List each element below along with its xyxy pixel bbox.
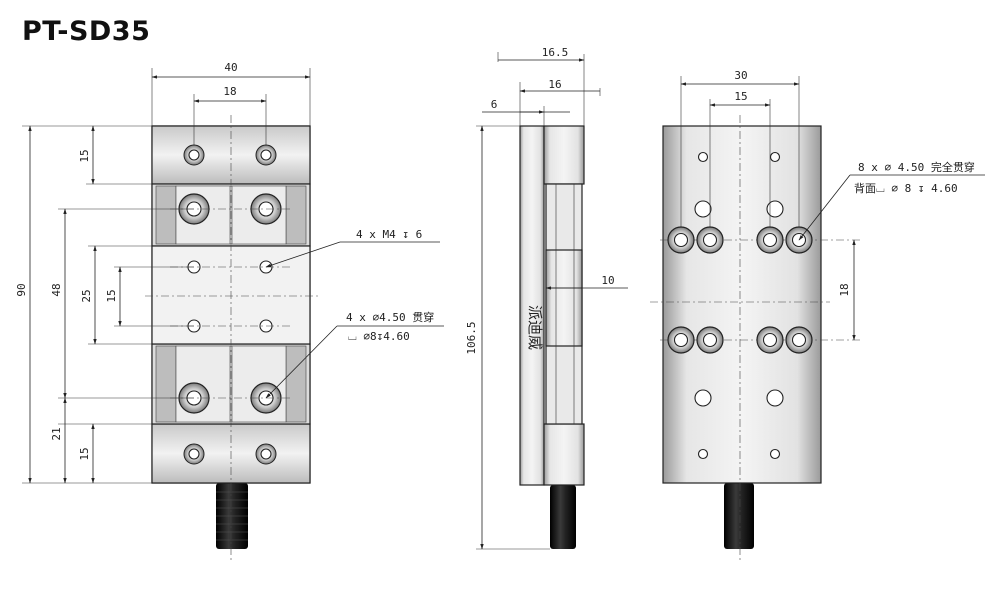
back-knob bbox=[724, 483, 754, 549]
back-body bbox=[662, 125, 822, 484]
note-back-2: 背面⌴ ⌀ 8 ↧ 4.60 bbox=[854, 181, 958, 195]
dim-front-top-offset: 15 bbox=[78, 149, 91, 162]
dim-front-m4-span: 25 bbox=[80, 289, 93, 302]
back-through-holes bbox=[667, 226, 813, 354]
dim-side-block: 10 bbox=[601, 274, 614, 287]
dim-back-width: 30 bbox=[734, 69, 747, 82]
side-knob bbox=[550, 485, 576, 549]
dim-front-bottom-span: 21 bbox=[50, 427, 63, 440]
dim-front-pitch: 18 bbox=[223, 85, 236, 98]
dim-back-pitch-y: 18 bbox=[838, 283, 851, 296]
note-thru-1: 4 x ⌀4.50 贯穿 bbox=[346, 310, 434, 324]
note-thru-2: ⌴ ⌀8↧4.60 bbox=[348, 330, 410, 343]
dim-side-height: 106.5 bbox=[465, 321, 478, 354]
dim-front-height: 90 bbox=[15, 283, 28, 296]
front-view: 40 18 90 15 48 25 15 21 15 bbox=[15, 61, 444, 560]
dim-side-overall: 16.5 bbox=[542, 46, 569, 59]
dim-front-slot-span: 48 bbox=[50, 283, 63, 296]
dim-front-bottom-offset: 15 bbox=[78, 447, 91, 460]
drawing-title: PT-SD35 bbox=[22, 16, 151, 47]
dim-front-m4-half: 15 bbox=[105, 289, 118, 302]
dim-side-flange: 6 bbox=[491, 98, 498, 111]
dim-side-body: 16 bbox=[548, 78, 561, 91]
side-view: 派迪威 16.5 16 6 106.5 10 bbox=[465, 46, 628, 550]
dim-front-width: 40 bbox=[224, 61, 237, 74]
note-back-1: 8 x ⌀ 4.50 完全贯穿 bbox=[858, 160, 975, 174]
watermark: 派迪威 bbox=[526, 305, 544, 350]
note-m4: 4 x M4 ↧ 6 bbox=[356, 228, 422, 241]
dim-back-pitch: 15 bbox=[734, 90, 747, 103]
back-view: 30 15 18 8 x ⌀ 4.50 完全贯穿 背面⌴ ⌀ 8 ↧ 4.60 bbox=[650, 69, 985, 560]
front-top-holes bbox=[183, 144, 277, 465]
